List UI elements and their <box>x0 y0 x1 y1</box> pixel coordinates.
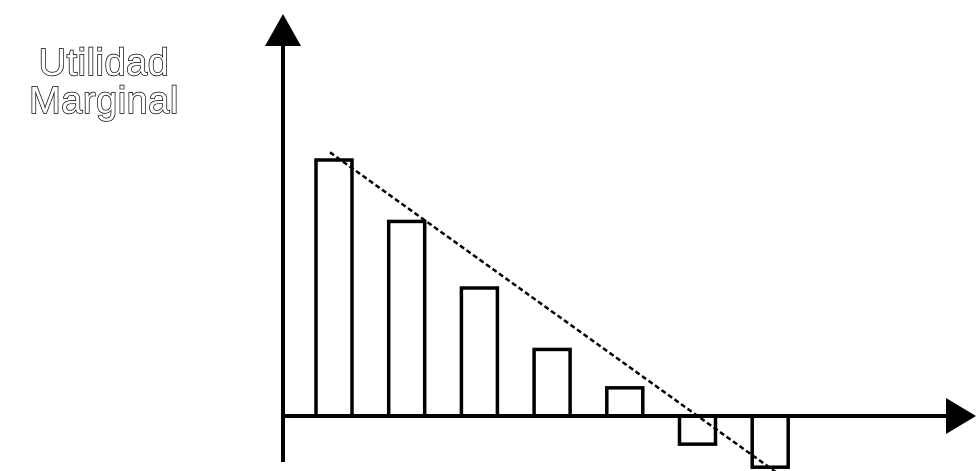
marginal-utility-trend-line <box>329 151 777 471</box>
bar-6 <box>677 414 718 446</box>
bars-group <box>314 158 790 469</box>
y-axis-label-line-1: Utilidad <box>38 42 170 84</box>
y-axis-arrow-icon <box>265 14 301 46</box>
bar-7 <box>750 414 790 469</box>
bar-2 <box>386 219 427 418</box>
y-axis-label-line-2: Marginal <box>28 80 179 122</box>
bar-3 <box>459 286 500 418</box>
x-axis-arrow-icon <box>946 398 976 434</box>
bar-5 <box>605 386 645 418</box>
y-axis-label: Utilidad Marginal <box>6 42 202 122</box>
bar-1 <box>314 158 354 418</box>
bar-4 <box>532 347 572 418</box>
